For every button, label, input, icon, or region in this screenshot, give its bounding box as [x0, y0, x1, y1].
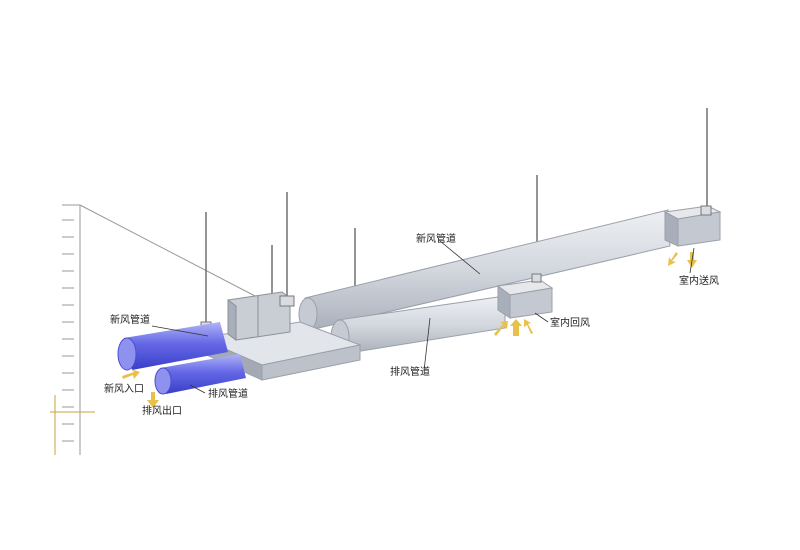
fresh-air-duct-main [298, 209, 671, 331]
label-exhaust-duct-bottom: 排风管道 [208, 389, 248, 400]
label-indoor-supply-air: 室内送风 [679, 276, 719, 287]
exhaust-outlet-duct [154, 354, 246, 395]
fresh-air-inlet-duct [117, 322, 228, 371]
reference-crosshair [50, 395, 95, 455]
hanging-rods [205, 108, 708, 326]
return-air-box [496, 273, 554, 319]
supply-air-box [663, 205, 722, 247]
label-exhaust-duct-middle: 排风管道 [390, 367, 430, 378]
wall-ruler [62, 204, 256, 455]
label-fresh-air-duct-top: 新风管道 [416, 234, 456, 245]
leader-lines [151, 240, 695, 394]
label-fresh-air-duct-left: 新风管道 [110, 315, 150, 326]
label-fresh-air-inlet: 新风入口 [104, 384, 144, 395]
label-exhaust-outlet: 排风出口 [142, 406, 182, 417]
label-indoor-return-air: 室内回风 [550, 318, 590, 329]
